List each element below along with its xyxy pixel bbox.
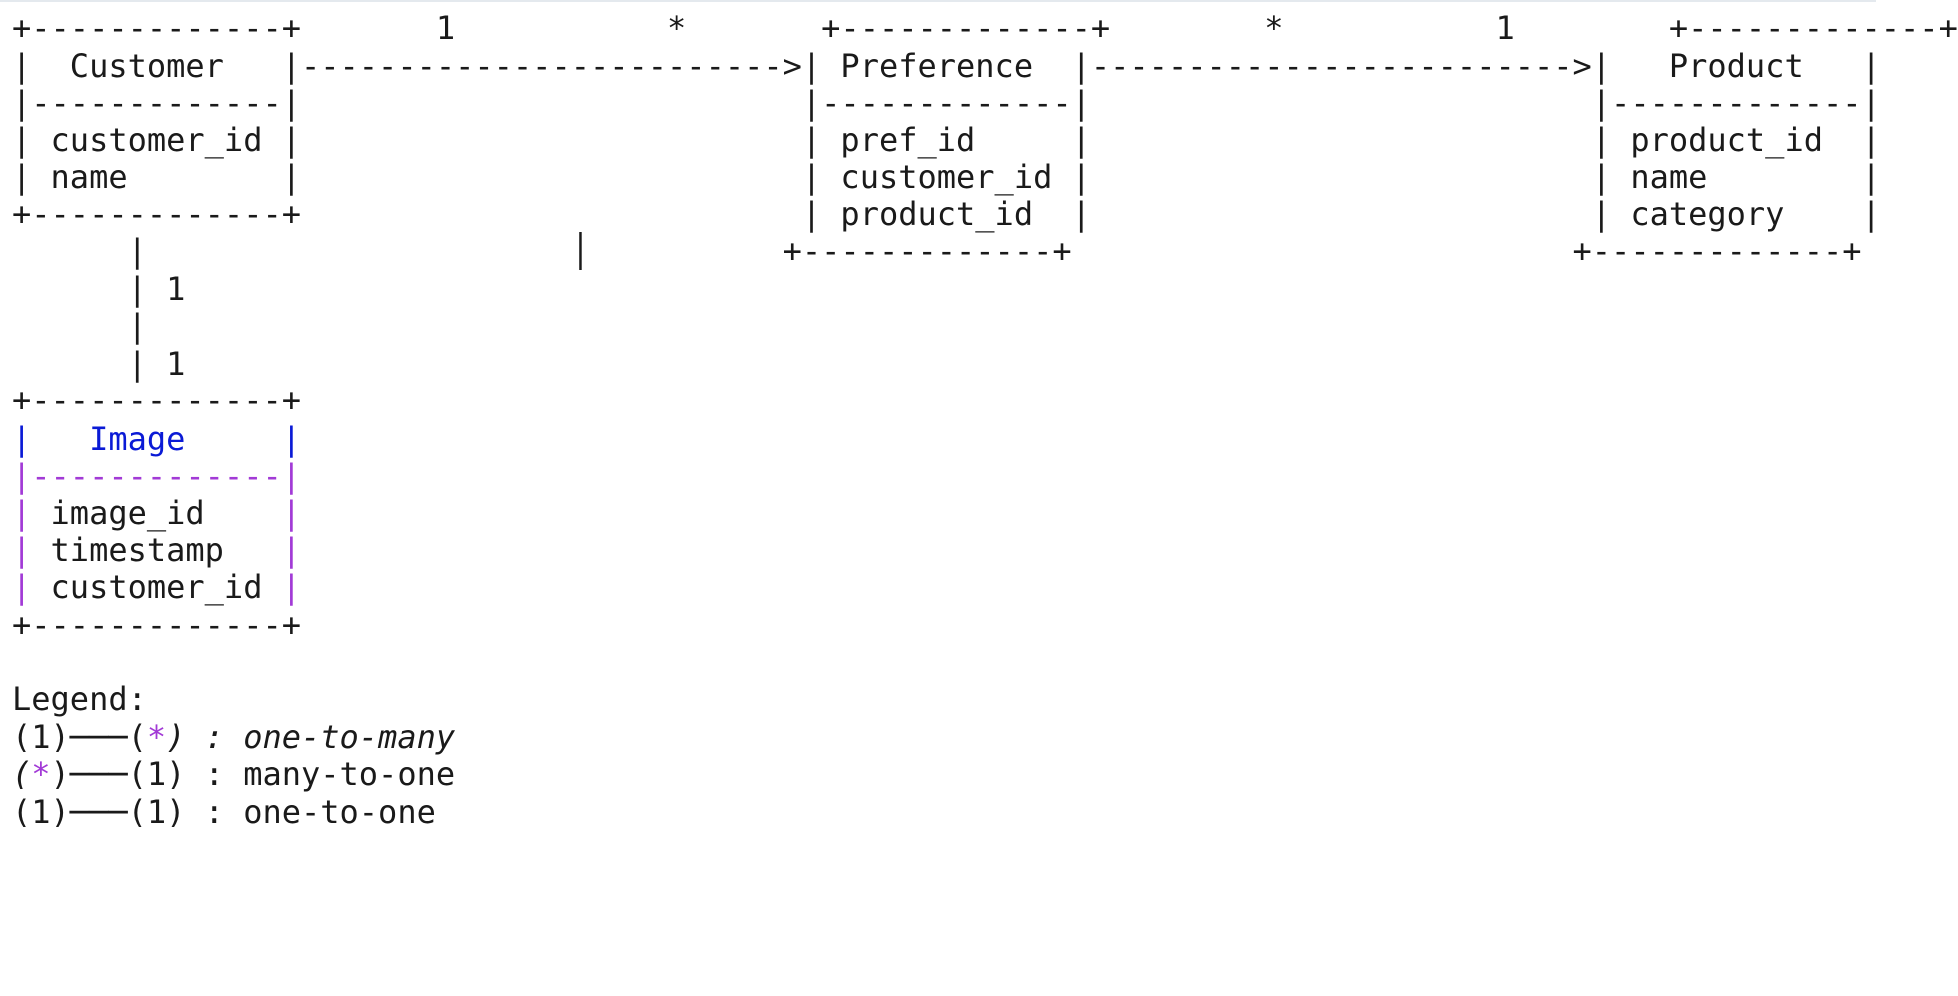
diagram-text: | bbox=[281, 568, 301, 606]
diagram-line: (*)───(1) : many-to-one bbox=[12, 752, 455, 796]
diagram-line: (1)───(*) : one-to-many bbox=[12, 715, 455, 759]
diagram-line: +-------------+ bbox=[12, 603, 301, 647]
diagram-text: |-------------| |-------------| |-------… bbox=[12, 84, 1881, 122]
diagram-text: +-------------+ | product_id | | categor… bbox=[12, 195, 1881, 233]
er-diagram: +-------------+ 1 * +-------------+ * 1 … bbox=[0, 0, 1958, 834]
diagram-text: * bbox=[146, 718, 167, 756]
diagram-line: | 1 bbox=[12, 342, 186, 386]
diagram-line: +-------------+ bbox=[12, 378, 301, 422]
diagram-line: | customer_id | bbox=[12, 565, 301, 609]
diagram-line: (1)───(1) : one-to-one bbox=[12, 790, 436, 834]
diagram-text: | 1 bbox=[12, 270, 186, 308]
diagram-text: | bbox=[281, 494, 301, 532]
diagram-line: +-------------+ 1 * +-------------+ * 1 … bbox=[12, 6, 1958, 50]
diagram-text: | bbox=[12, 531, 32, 569]
diagram-line: | Image | bbox=[12, 417, 301, 461]
diagram-text: * bbox=[31, 755, 51, 793]
diagram-text: customer_id bbox=[31, 568, 282, 606]
diagram-line: | customer_id | | pref_id | | product_id… bbox=[12, 118, 1881, 162]
diagram-text: ( bbox=[12, 755, 32, 793]
diagram-text: +-------------+ bbox=[12, 381, 301, 419]
diagram-line: | bbox=[12, 304, 147, 348]
diagram-line: |-------------| bbox=[12, 454, 301, 498]
diagram-text: | customer_id | | pref_id | | product_id… bbox=[12, 121, 1881, 159]
diagram-text: | name | | customer_id | | name | bbox=[12, 158, 1881, 196]
diagram-text: Legend: bbox=[12, 680, 147, 718]
diagram-text: timestamp bbox=[31, 531, 282, 569]
diagram-text: | bbox=[12, 568, 32, 606]
diagram-text: | │ +-------------+ +-------------+ bbox=[12, 232, 1862, 270]
diagram-text: one-to-many bbox=[243, 718, 456, 756]
diagram-line: | Customer |------------------------->| … bbox=[12, 44, 1881, 88]
diagram-text: image_id bbox=[31, 494, 282, 532]
diagram-text: )───(1) : many-to-one bbox=[50, 755, 456, 793]
diagram-line: Legend: bbox=[12, 677, 147, 721]
diagram-line: | image_id | bbox=[12, 491, 301, 535]
diagram-text: | 1 bbox=[12, 345, 186, 383]
diagram-text: | bbox=[12, 307, 147, 345]
diagram-line: | name | | customer_id | | name | bbox=[12, 155, 1881, 199]
diagram-text: +-------------+ bbox=[12, 606, 301, 644]
diagram-text: | Customer |------------------------->| … bbox=[12, 47, 1881, 85]
diagram-line: | 1 bbox=[12, 267, 186, 311]
diagram-text: (1)───(1) : one-to-one bbox=[12, 793, 436, 831]
diagram-text: | bbox=[12, 420, 32, 458]
diagram-text: : bbox=[185, 718, 244, 756]
diagram-text: |-------------| bbox=[12, 457, 301, 495]
diagram-text: (1)───( bbox=[12, 718, 147, 756]
diagram-text: | bbox=[281, 531, 301, 569]
diagram-line: |-------------| |-------------| |-------… bbox=[12, 81, 1881, 125]
diagram-text: Image bbox=[31, 420, 282, 458]
diagram-line: | │ +-------------+ +-------------+ bbox=[12, 229, 1862, 273]
diagram-line: | timestamp | bbox=[12, 528, 301, 572]
diagram-line: +-------------+ | product_id | | categor… bbox=[12, 192, 1881, 236]
diagram-text: ) bbox=[166, 718, 186, 756]
diagram-text: | bbox=[281, 420, 301, 458]
diagram-text: | bbox=[12, 494, 32, 532]
diagram-text: +-------------+ 1 * +-------------+ * 1 … bbox=[12, 9, 1958, 47]
